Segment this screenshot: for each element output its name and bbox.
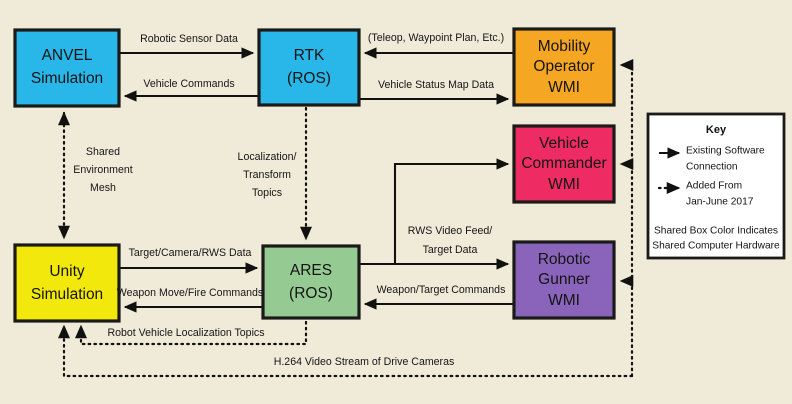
edge-label-robot-vehicle-localization: Robot Vehicle Localization Topics [107, 327, 264, 339]
node-robotic-gunner-wmi-rect[interactable] [512, 240, 616, 320]
edge-label-shared-environment-mesh-2: Environment [73, 164, 133, 176]
edge-label-localization-topics-2: Transform [243, 169, 291, 181]
node-ares-ros[interactable]: ARES (ROS) [261, 244, 361, 320]
key-entry-added-line-2: Jan-June 2017 [686, 197, 754, 208]
edge-label-target-camera-rws-data: Target/Camera/RWS Data [129, 247, 252, 259]
edge-label-h264-video-stream: H.264 Video Stream of Drive Cameras [274, 356, 455, 368]
node-rtk-ros-line-2: (ROS) [287, 70, 331, 87]
node-mobility-operator-wmi-rect[interactable] [512, 27, 616, 107]
edge-bus-to-mobility-operator [619, 58, 634, 378]
node-vehicle-commander-wmi-rect[interactable] [512, 124, 616, 204]
key-legend: Key Existing Software Connection Added F… [646, 112, 786, 260]
node-mobility-operator-wmi-line-2: Operator [533, 58, 594, 75]
key-entry-existing-line-1: Existing Software [686, 146, 765, 157]
edge-label-localization-topics-1: Localization/ [238, 151, 297, 163]
edge-label-vehicle-commands: Vehicle Commands [143, 78, 234, 90]
key-note-line-1: Shared Box Color Indicates [654, 226, 778, 237]
node-anvel-simulation-line-2: Simulation [31, 70, 103, 87]
edge-label-weapon-move-fire-commands: Weapon Move/Fire Commands [117, 287, 263, 299]
key-title: Key [706, 124, 727, 136]
node-anvel-simulation-rect[interactable] [13, 28, 121, 108]
node-rtk-ros-rect[interactable] [257, 28, 361, 107]
node-vehicle-commander-wmi[interactable]: Vehicle Commander WMI [512, 124, 616, 204]
node-robotic-gunner-wmi-line-1: Robotic [538, 251, 591, 268]
edge-label-rws-video-feed-1: RWS Video Feed/ [408, 225, 492, 237]
node-ares-ros-line-2: (ROS) [289, 285, 333, 302]
key-entry-added-line-1: Added From [686, 181, 742, 192]
key-entry-existing-line-2: Connection [686, 162, 738, 173]
edge-label-localization-topics-3: Topics [252, 187, 282, 199]
edge-label-robotic-sensor-data: Robotic Sensor Data [140, 33, 238, 45]
edge-label-teleop-waypoint-plan: (Teleop, Waypoint Plan, Etc.) [368, 32, 504, 44]
node-mobility-operator-wmi-line-1: Mobility [538, 38, 591, 55]
node-robotic-gunner-wmi-line-2: Gunner [538, 271, 590, 288]
node-robotic-gunner-wmi-line-3: WMI [548, 292, 580, 309]
edge-label-shared-environment-mesh-3: Mesh [90, 182, 116, 194]
node-rtk-ros-line-1: RTK [294, 47, 325, 64]
node-vehicle-commander-wmi-line-3: WMI [548, 176, 580, 193]
node-vehicle-commander-wmi-line-1: Vehicle [539, 135, 589, 152]
node-vehicle-commander-wmi-line-2: Commander [521, 155, 606, 172]
edge-robot-vehicle-localization-topics [74, 320, 308, 346]
edge-label-rws-video-feed-2: Target Data [423, 244, 478, 256]
node-rtk-ros[interactable]: RTK (ROS) [257, 28, 361, 107]
node-unity-simulation-line-1: Unity [49, 263, 85, 280]
key-note-line-2: Shared Computer Hardware [652, 241, 780, 252]
edge-label-vehicle-status-map-data: Vehicle Status Map Data [378, 79, 494, 91]
edge-label-shared-environment-mesh-1: Shared [86, 146, 120, 158]
node-unity-simulation-line-2: Simulation [31, 286, 103, 303]
node-unity-simulation-rect[interactable] [13, 243, 121, 323]
node-mobility-operator-wmi-line-3: WMI [548, 79, 580, 96]
node-anvel-simulation[interactable]: ANVEL Simulation [13, 28, 121, 108]
node-ares-ros-rect[interactable] [261, 244, 361, 320]
node-mobility-operator-wmi[interactable]: Mobility Operator WMI [512, 27, 616, 107]
node-robotic-gunner-wmi[interactable]: Robotic Gunner WMI [512, 240, 616, 320]
node-ares-ros-line-1: ARES [290, 262, 332, 279]
node-anvel-simulation-line-1: ANVEL [42, 47, 93, 64]
edge-h264-video-stream [57, 324, 634, 378]
edge-label-weapon-target-commands: Weapon/Target Commands [377, 284, 506, 296]
node-unity-simulation[interactable]: Unity Simulation [13, 243, 121, 323]
